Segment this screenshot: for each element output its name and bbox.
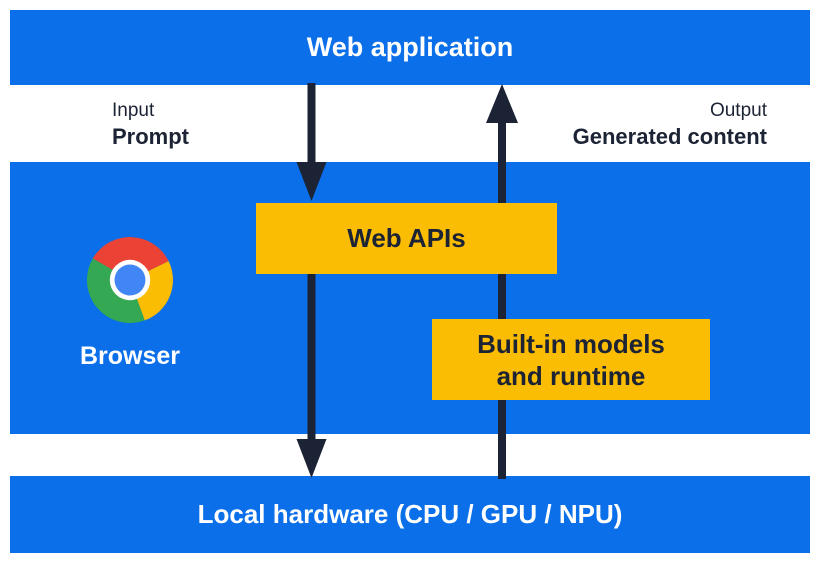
input-labels: Input Prompt [112,99,189,150]
input-label: Prompt [112,124,189,149]
output-caption: Output [709,100,767,121]
input-caption: Input [112,100,155,121]
web-application-bar: Web application [10,10,810,85]
web-apis-box: Web APIs [256,203,557,274]
builtin-models-label-line1: Built-in models [477,328,665,359]
builtin-models-label-line2: and runtime [496,360,646,391]
local-hardware-bar: Local hardware (CPU / GPU / NPU) [10,476,810,553]
output-labels: Output Generated content [573,99,767,150]
builtin-models-box: Built-in models and runtime [432,319,710,400]
output-label: Generated content [572,124,767,149]
chrome-icon [86,237,173,324]
browser-label: Browser [79,342,181,370]
local-hardware-label: Local hardware (CPU / GPU / NPU) [197,499,623,529]
web-application-label: Web application [306,32,514,62]
web-apis-label: Web APIs [347,223,466,253]
